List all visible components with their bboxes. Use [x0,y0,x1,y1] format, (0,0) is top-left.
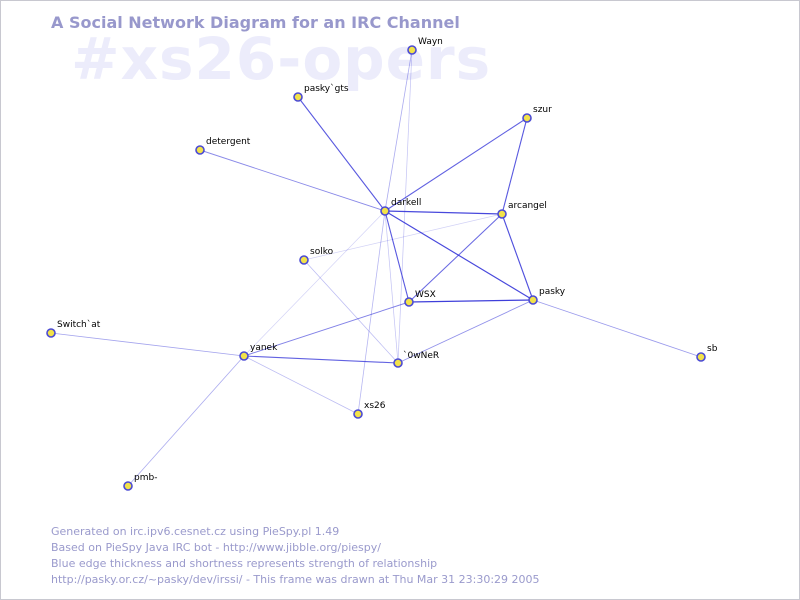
edge-arcangel-solko [303,213,503,261]
node-marker [393,358,403,368]
footer-url-line: http://pasky.or.cz/~pasky/dev/irssi/ - T… [51,573,540,586]
node-label: Wayn [418,37,443,47]
node-marker [522,113,532,123]
node-marker [407,45,417,55]
edge-darkell-arcangel [384,210,503,215]
nodes-layer: Wayn pasky`gts szur detergent darkell arcange… [46,37,718,491]
diagram-title: A Social Network Diagram for an IRC Chan… [51,13,460,32]
edge-yanek-xs26 [243,355,359,415]
node-label: WSX [415,290,436,300]
node-Wayn: Wayn [407,37,443,55]
edge-darkell-pasky`gts [297,96,386,212]
node-sb: sb [696,344,718,362]
footer-based-on-line: Based on PieSpy Java IRC bot - http://ww… [51,541,381,554]
edge-arcangel-WSX [408,213,503,303]
node-marker [46,328,56,338]
edge-darkell-`0wNeR [384,210,399,364]
footer-generated-line: Generated on irc.ipv6.cesnet.cz using Pi… [51,525,340,538]
node-label: arcangel [508,201,547,211]
node-label: detergent [206,137,251,147]
node-label: szur [533,105,552,115]
edge-solko-`0wNeR [303,259,399,364]
footer: Generated on irc.ipv6.cesnet.cz using Pi… [51,524,540,588]
node-marker [123,481,133,491]
node-pmb-: pmb- [123,473,157,491]
node-label: yanek [250,343,278,353]
edge-darkell-szur [384,117,528,212]
edge-WSX-yanek [243,301,410,357]
edge-szur-arcangel [501,117,528,215]
edge-darkell-WSX [384,210,410,303]
node-szur: szur [522,105,552,123]
node-label: Switch`at [57,319,101,330]
node-`0wNeR: `0wNeR [393,350,439,368]
edge-yanek-Switch`at [50,332,245,357]
edge-Wayn-`0wNeR [397,49,413,364]
node-pasky`gts: pasky`gts [293,83,349,102]
footer-legend-line: Blue edge thickness and shortness repres… [51,557,438,570]
node-label: pmb- [134,473,157,483]
edge-darkell-detergent [199,149,386,212]
node-arcangel: arcangel [497,201,547,219]
node-label: solko [310,247,334,257]
edge-WSX-pasky [408,299,534,303]
node-marker [497,209,507,219]
node-solko: solko [299,247,334,265]
node-marker [239,351,249,361]
node-detergent: detergent [195,137,251,155]
edge-darkell-pasky [384,210,534,301]
edge-darkell-xs26 [357,210,386,415]
node-label: `0wNeR [403,350,439,361]
node-label: pasky [539,287,566,297]
edge-arcangel-pasky [501,213,534,301]
node-Switch`at: Switch`at [46,319,101,338]
node-WSX: WSX [404,290,436,307]
edges-layer [50,49,702,487]
node-label: sb [707,344,718,354]
node-marker [293,92,303,102]
node-marker [380,206,390,216]
node-yanek: yanek [239,343,278,361]
edge-darkell-Wayn [384,49,413,212]
node-marker [696,352,706,362]
edge-pasky-sb [532,299,702,358]
node-marker [404,297,414,307]
node-marker [353,409,363,419]
node-marker [299,255,309,265]
node-marker [528,295,538,305]
node-marker [195,145,205,155]
node-xs26: xs26 [353,401,386,419]
edge-darkell-yanek [243,210,386,357]
edge-pasky-`0wNeR [397,299,534,364]
node-label: pasky`gts [304,83,349,94]
node-label: darkell [391,198,421,208]
channel-watermark: #xs26-opers [71,25,492,93]
edge-yanek-`0wNeR [243,355,399,364]
edge-yanek-pmb- [127,355,245,487]
node-darkell: darkell [380,198,421,216]
node-pasky: pasky [528,287,566,305]
node-label: xs26 [364,401,386,411]
